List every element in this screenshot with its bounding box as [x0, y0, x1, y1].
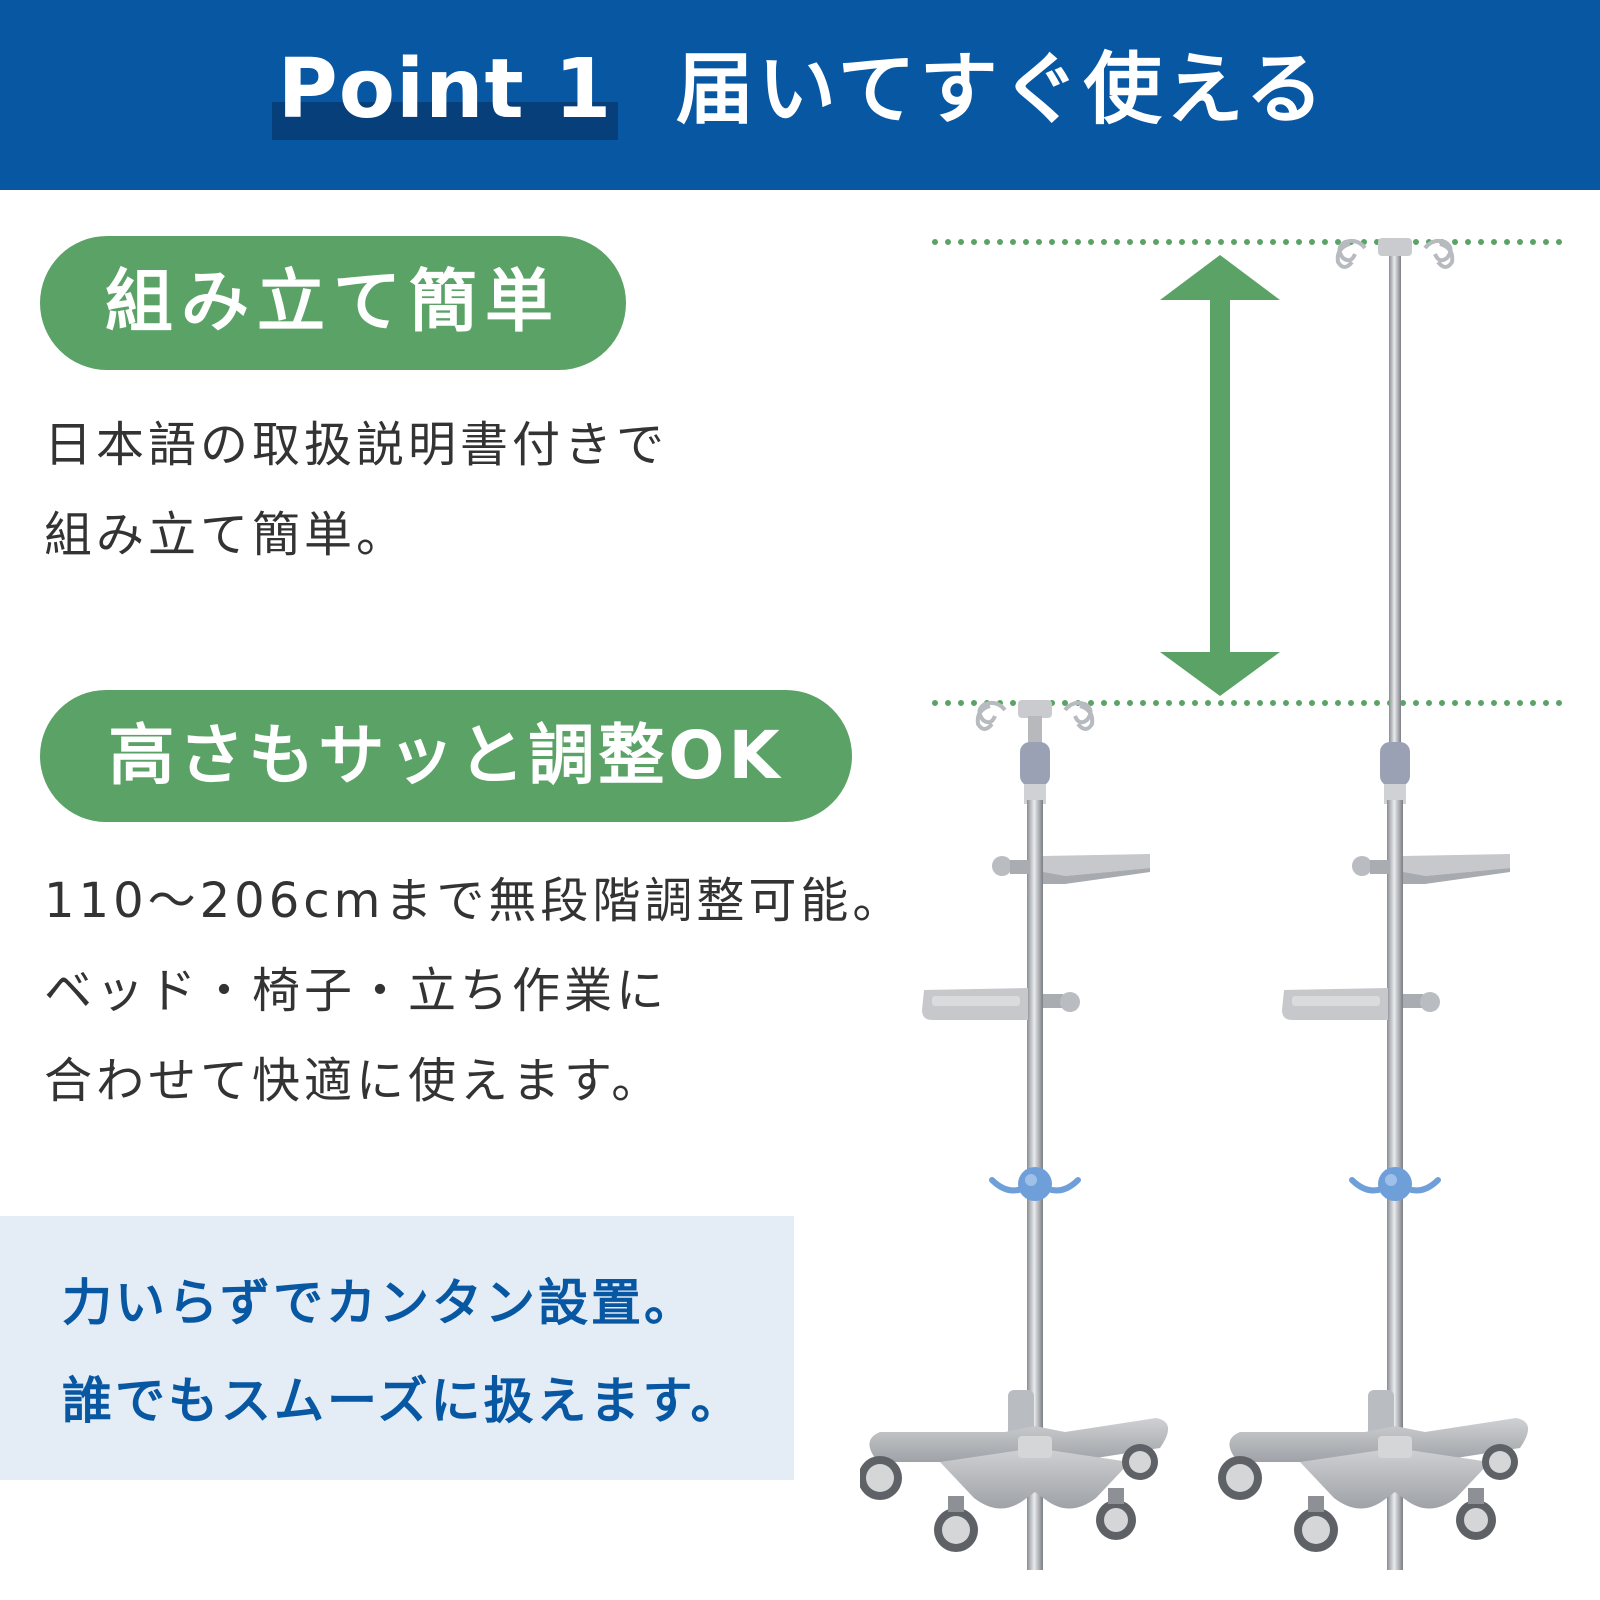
height-line-2: ベッド・椅子・立ち作業に [44, 963, 669, 1019]
assembly-line-1: 日本語の取扱説明書付きで [44, 417, 669, 473]
callout-line-1: 力いらずでカンタン設置。 [62, 1274, 697, 1332]
point-underbar [272, 102, 618, 140]
height-line-3: 合わせて快適に使えます。 [44, 1053, 664, 1109]
point-label: Point 1 [272, 40, 618, 140]
iv-stand-high [1218, 238, 1529, 1570]
assembly-line-2: 組み立て簡単。 [44, 507, 409, 563]
callout-box: 力いらずでカンタン設置。 誰でもスムーズに扱えます。 [0, 1216, 794, 1480]
iv-stand-illustration [860, 238, 1563, 1570]
badge-height-adjust: 高さもサッと調整OK [40, 690, 852, 822]
height-description: 110〜206cmまで無段階調整可能。 ベッド・椅子・立ち作業に 合わせて快適に… [44, 856, 904, 1126]
header-banner: Point 1 届いてすぐ使える [0, 0, 1600, 190]
height-arrow-icon [1160, 255, 1280, 696]
height-line-1: 110〜206cmまで無段階調整可能。 [44, 873, 905, 929]
assembly-description: 日本語の取扱説明書付きで 組み立て簡単。 [44, 400, 668, 580]
page-title: 届いてすぐ使える [676, 45, 1328, 135]
badge-easy-assembly: 組み立て簡単 [40, 236, 626, 370]
point-text: Point 1 [277, 42, 613, 137]
callout-line-2: 誰でもスムーズに扱えます。 [62, 1372, 744, 1430]
iv-stand-low [860, 700, 1169, 1570]
